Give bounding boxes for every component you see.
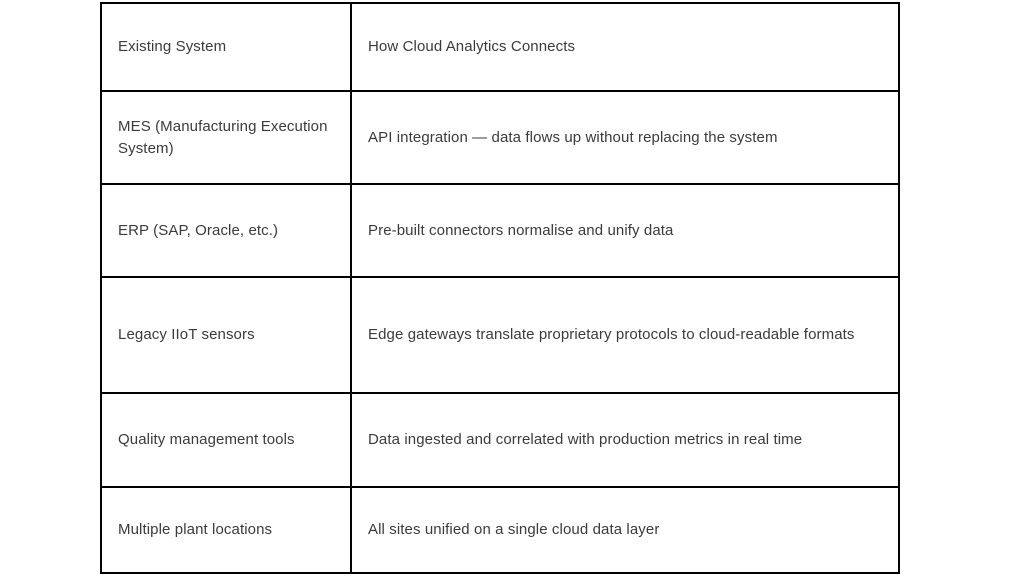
table-header-row: Existing System How Cloud Analytics Conn… [100,2,900,92]
table-row: MES (Manufacturing Execution System) API… [100,90,900,185]
header-cell-existing-system: Existing System [100,2,352,92]
cell-system: MES (Manufacturing Execution System) [100,90,352,185]
header-cell-how-connects: How Cloud Analytics Connects [350,2,900,92]
table-row: Quality management tools Data ingested a… [100,392,900,488]
cell-connection: Pre-built connectors normalise and unify… [350,183,900,278]
table-row: Multiple plant locations All sites unifi… [100,486,900,574]
table-row: ERP (SAP, Oracle, etc.) Pre-built connec… [100,183,900,278]
cell-system: Multiple plant locations [100,486,352,574]
cell-connection: Edge gateways translate proprietary prot… [350,276,900,394]
integration-comparison-table: Existing System How Cloud Analytics Conn… [100,2,900,574]
cell-system: Quality management tools [100,392,352,488]
cell-connection: API integration — data flows up without … [350,90,900,185]
cell-system: Legacy IIoT sensors [100,276,352,394]
cell-connection: All sites unified on a single cloud data… [350,486,900,574]
cell-system: ERP (SAP, Oracle, etc.) [100,183,352,278]
table-row: Legacy IIoT sensors Edge gateways transl… [100,276,900,394]
cell-connection: Data ingested and correlated with produc… [350,392,900,488]
